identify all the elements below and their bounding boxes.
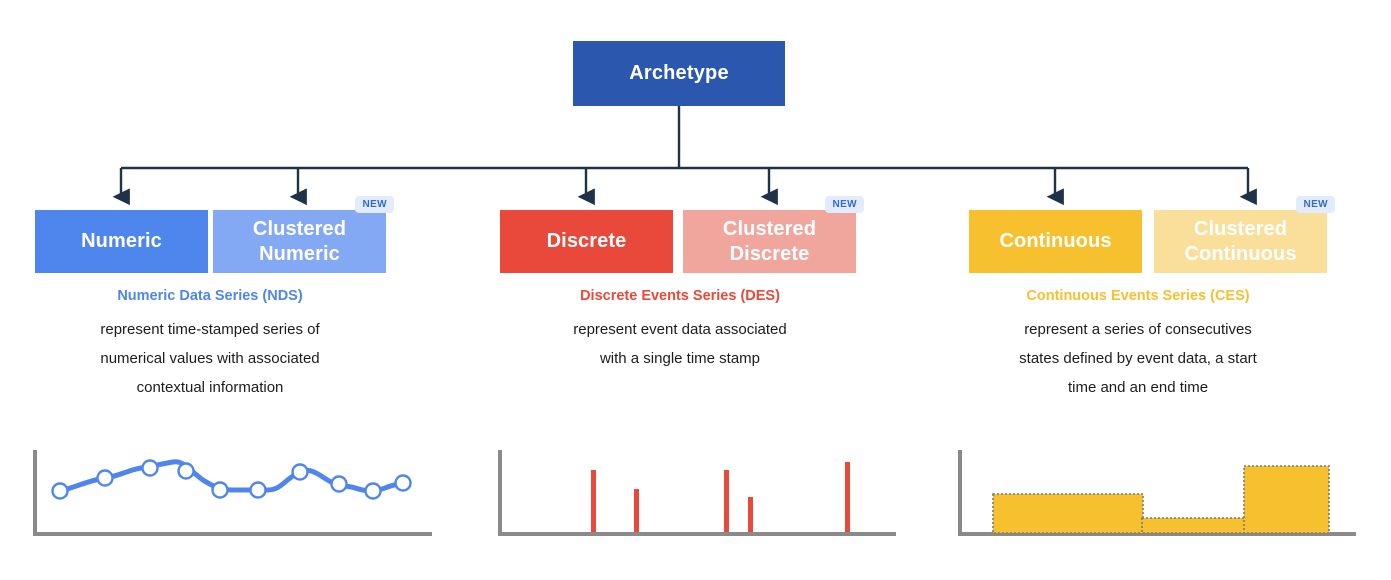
- chart-numeric-point: [394, 474, 412, 492]
- series-desc-nds-line1: represent time-stamped series of: [100, 321, 320, 338]
- series-desc-nds-line2: numerical values with associated: [100, 350, 320, 367]
- chart-numeric-point: [177, 462, 195, 480]
- chart-continuous-block: [992, 493, 1144, 534]
- node-numeric[interactable]: Numeric: [35, 210, 208, 273]
- chart-numeric-point: [291, 463, 309, 481]
- node-clustered-continuous[interactable]: Clustered Continuous NEW: [1154, 196, 1335, 273]
- chart-numeric-point: [211, 481, 229, 499]
- chart-numeric-point: [249, 481, 267, 499]
- clustered-numeric-line2: Numeric: [259, 242, 340, 265]
- chart-discrete-bar: [748, 497, 753, 532]
- new-badge-clustered-numeric: NEW: [355, 196, 394, 213]
- chart-discrete-bar: [591, 470, 596, 532]
- chart-discrete-bar: [724, 470, 729, 532]
- clustered-continuous-line1: Clustered: [1193, 217, 1288, 240]
- clustered-discrete-line1: Clustered: [722, 217, 817, 240]
- node-clustered-numeric[interactable]: Clustered Numeric NEW: [213, 196, 394, 273]
- caption-continuous: Continuous Events Series (CES) represent…: [948, 286, 1328, 402]
- chart-discrete-bar: [634, 489, 639, 532]
- new-badge-clustered-continuous: NEW: [1296, 196, 1335, 213]
- chart-numeric-point: [141, 459, 159, 477]
- new-badge-clustered-discrete: NEW: [825, 196, 864, 213]
- node-clustered-continuous-label: Clustered Continuous: [1184, 217, 1296, 267]
- series-desc-ces-line2: states defined by event data, a start: [1019, 350, 1257, 367]
- series-desc-ces-line3: time and an end time: [1067, 379, 1209, 396]
- chart-numeric-point: [364, 482, 382, 500]
- chart-discrete: [492, 440, 902, 545]
- chart-continuous-block: [1141, 517, 1247, 534]
- series-desc-ces-line1: represent a series of consecutives: [1024, 321, 1252, 338]
- chart-continuous-block: [1243, 465, 1330, 534]
- archetype-node[interactable]: Archetype: [573, 41, 785, 106]
- chart-discrete-bar: [845, 462, 850, 532]
- node-discrete[interactable]: Discrete: [500, 210, 673, 273]
- series-title-des: Discrete Events Series (DES): [580, 288, 780, 304]
- caption-discrete: Discrete Events Series (DES) represent e…: [490, 286, 870, 373]
- series-desc-des-line2: with a single time stamp: [599, 350, 761, 367]
- node-clustered-discrete-label: Clustered Discrete: [723, 217, 816, 267]
- chart-numeric-point: [330, 475, 348, 493]
- series-desc-des-line1: represent event data associated: [573, 321, 787, 338]
- caption-numeric: Numeric Data Series (NDS) represent time…: [20, 286, 400, 402]
- chart-continuous: [952, 440, 1362, 545]
- clustered-discrete-line2: Discrete: [729, 242, 810, 265]
- chart-numeric: [28, 440, 438, 545]
- series-desc-nds-line3: contextual information: [136, 379, 284, 396]
- node-clustered-discrete[interactable]: Clustered Discrete NEW: [683, 196, 864, 273]
- series-title-ces: Continuous Events Series (CES): [1026, 288, 1250, 304]
- node-continuous-label: Continuous: [999, 230, 1112, 252]
- clustered-continuous-line2: Continuous: [1184, 242, 1297, 265]
- node-discrete-label: Discrete: [546, 230, 627, 252]
- series-title-nds: Numeric Data Series (NDS): [117, 288, 303, 304]
- node-clustered-numeric-label: Clustered Numeric: [253, 217, 346, 267]
- archetype-label: Archetype: [629, 62, 729, 84]
- chart-numeric-point: [96, 469, 114, 487]
- node-continuous[interactable]: Continuous: [969, 210, 1142, 273]
- node-numeric-label: Numeric: [81, 230, 162, 252]
- chart-numeric-point: [51, 482, 69, 500]
- clustered-numeric-line1: Clustered: [252, 217, 347, 240]
